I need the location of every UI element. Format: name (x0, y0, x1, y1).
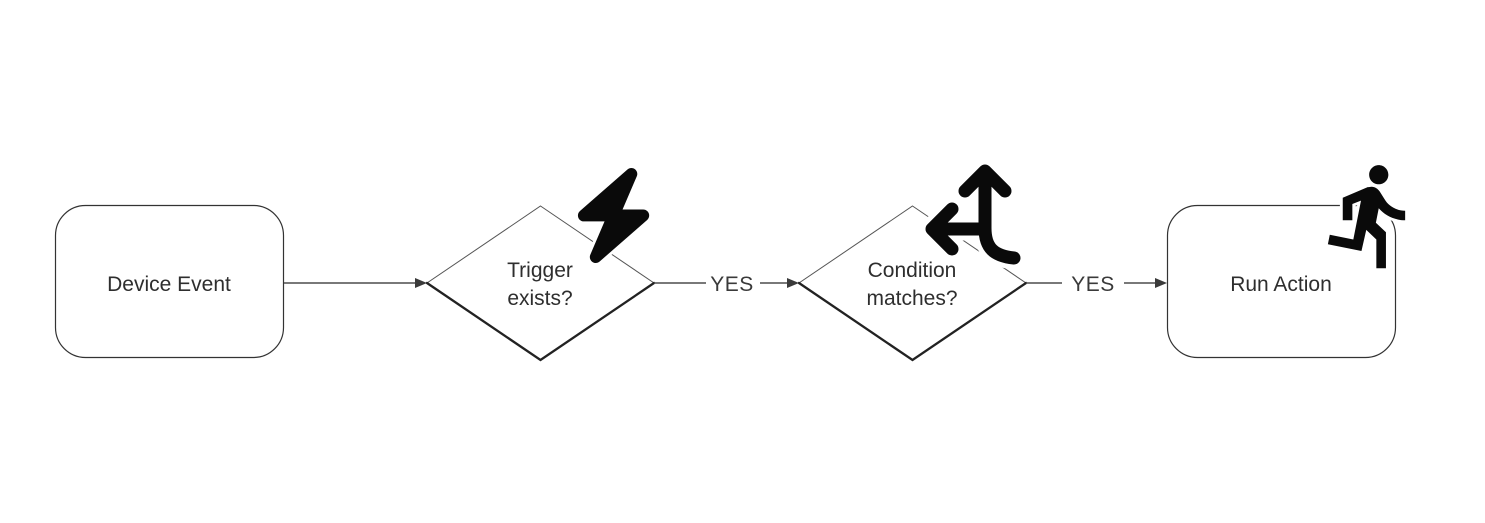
node-device-event: Device Event (54, 204, 285, 359)
device-event-box (54, 204, 285, 359)
edge-condition-to-action: YES (1026, 273, 1167, 296)
node-condition-matches: Condition matches? (797, 205, 1028, 362)
person-running-icon (1324, 162, 1409, 272)
split-arrows-left-head (925, 202, 959, 256)
edge-label-yes: YES (1071, 273, 1115, 296)
run-action-label: Run Action (1230, 273, 1332, 296)
trigger-label-line1: Trigger (507, 259, 573, 282)
arrowhead-icon (415, 278, 427, 288)
split-arrows-icon (920, 159, 1026, 270)
lightning-bolt-icon (575, 165, 652, 266)
device-event-label: Device Event (107, 273, 231, 296)
trigger-label-line2: exists? (507, 287, 572, 310)
trigger-diamond-shadow-edge (425, 281, 656, 362)
edge-label-yes: YES (710, 273, 754, 296)
split-arrows-up-head (958, 164, 1012, 198)
condition-label-line2: matches? (866, 287, 957, 310)
edge-device-to-trigger (284, 278, 427, 288)
condition-diamond-shadow-edge (797, 281, 1028, 362)
edge-trigger-to-condition: YES (654, 273, 799, 296)
condition-label-line1: Condition (868, 259, 957, 282)
arrowhead-icon (787, 278, 799, 288)
arrowhead-icon (1155, 278, 1167, 288)
